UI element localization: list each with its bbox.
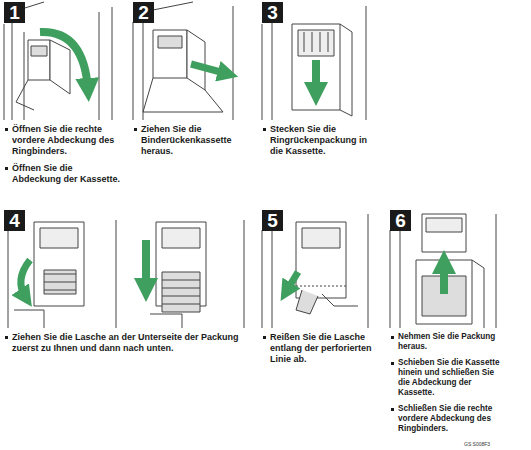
caption-item: Öffnen Sie die Abdeckung der Kassette. [4, 163, 122, 185]
step-caption: Ziehen Sie die Lasche an der Unterseite … [12, 332, 250, 354]
step-number: 5 [262, 210, 283, 231]
figure-code: GS S008F3 [464, 441, 490, 447]
caption-item: Ziehen Sie die Lasche an der Unterseite … [4, 332, 250, 354]
illustration-space [4, 210, 250, 332]
caption-item: Öffnen Sie die rechte vordere Abdeckung … [4, 124, 122, 157]
caption-item: Reißen Sie die Lasche entlang der perfor… [262, 332, 380, 365]
step-caption: Stecken Sie die Ringrückenpackung in die… [270, 124, 380, 157]
step-panel: 6Nehmen Sie die Packung heraus. Schieben … [390, 210, 508, 440]
step-panel: 1Öffnen Sie die rechte vordere Abdeckung… [4, 2, 122, 191]
step-caption: Ziehen Sie die Binderückenkassette herau… [141, 124, 251, 157]
step-panel: 2Ziehen Sie die Binderückenkassette hera… [133, 2, 251, 163]
step-caption: Nehmen Sie die Packung heraus. [398, 332, 508, 352]
bullet [5, 128, 8, 131]
bullet [263, 128, 266, 131]
step-panel: 5Reißen Sie die Lasche entlang der perfo… [262, 210, 380, 371]
step-caption: Öffnen Sie die Abdeckung der Kassette. [12, 163, 122, 185]
step-caption: Reißen Sie die Lasche entlang der perfor… [270, 332, 380, 365]
step-number: 2 [133, 2, 154, 23]
bullet [391, 362, 394, 365]
step-panel: 4Ziehen Sie die Lasche an der Unterseite… [4, 210, 250, 360]
step-number: 4 [4, 210, 25, 231]
step-panel: 3Stecken Sie die Ringrückenpackung in di… [262, 2, 380, 163]
step-number: 6 [390, 210, 411, 231]
bullet [391, 336, 394, 339]
caption-item: Schieben Sie die Kassette hinein und sch… [390, 358, 508, 398]
caption-item: Schließen Sie die rechte vordere Abdecku… [390, 404, 508, 434]
bullet [134, 128, 137, 131]
caption-item: Stecken Sie die Ringrückenpackung in die… [262, 124, 380, 157]
step-number: 3 [262, 2, 283, 23]
step-caption: Schieben Sie die Kassette hinein und sch… [398, 358, 508, 398]
bullet [5, 336, 8, 339]
step-caption: Schließen Sie die rechte vordere Abdecku… [398, 404, 508, 434]
step-caption: Öffnen Sie die rechte vordere Abdeckung … [12, 124, 122, 157]
caption-item: Ziehen Sie die Binderückenkassette herau… [133, 124, 251, 157]
bullet [391, 408, 394, 411]
bullet [5, 167, 8, 170]
bullet [263, 336, 266, 339]
caption-item: Nehmen Sie die Packung heraus. [390, 332, 508, 352]
step-number: 1 [4, 2, 25, 23]
